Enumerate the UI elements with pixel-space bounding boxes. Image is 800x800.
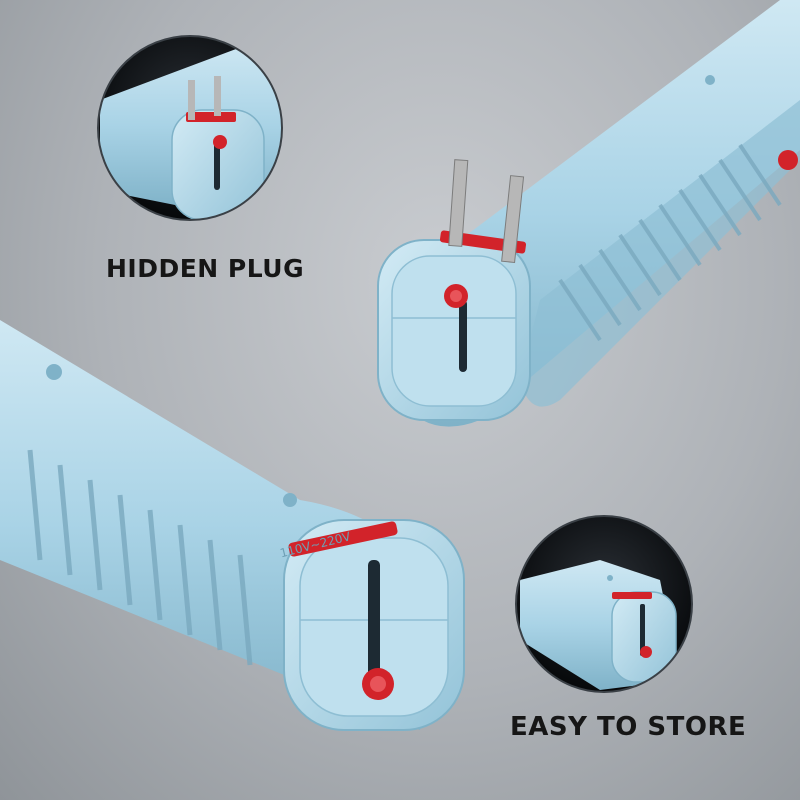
inset-hidden-plug: [97, 35, 283, 221]
caption-hidden-plug: HIDDEN PLUG: [106, 254, 305, 283]
caption-easy-to-store: EASY TO STORE: [510, 712, 747, 742]
device-upper-right: [377, 0, 800, 427]
device-lower-left: 110V~220V: [0, 320, 465, 731]
inset-easy-to-store: [515, 515, 693, 693]
